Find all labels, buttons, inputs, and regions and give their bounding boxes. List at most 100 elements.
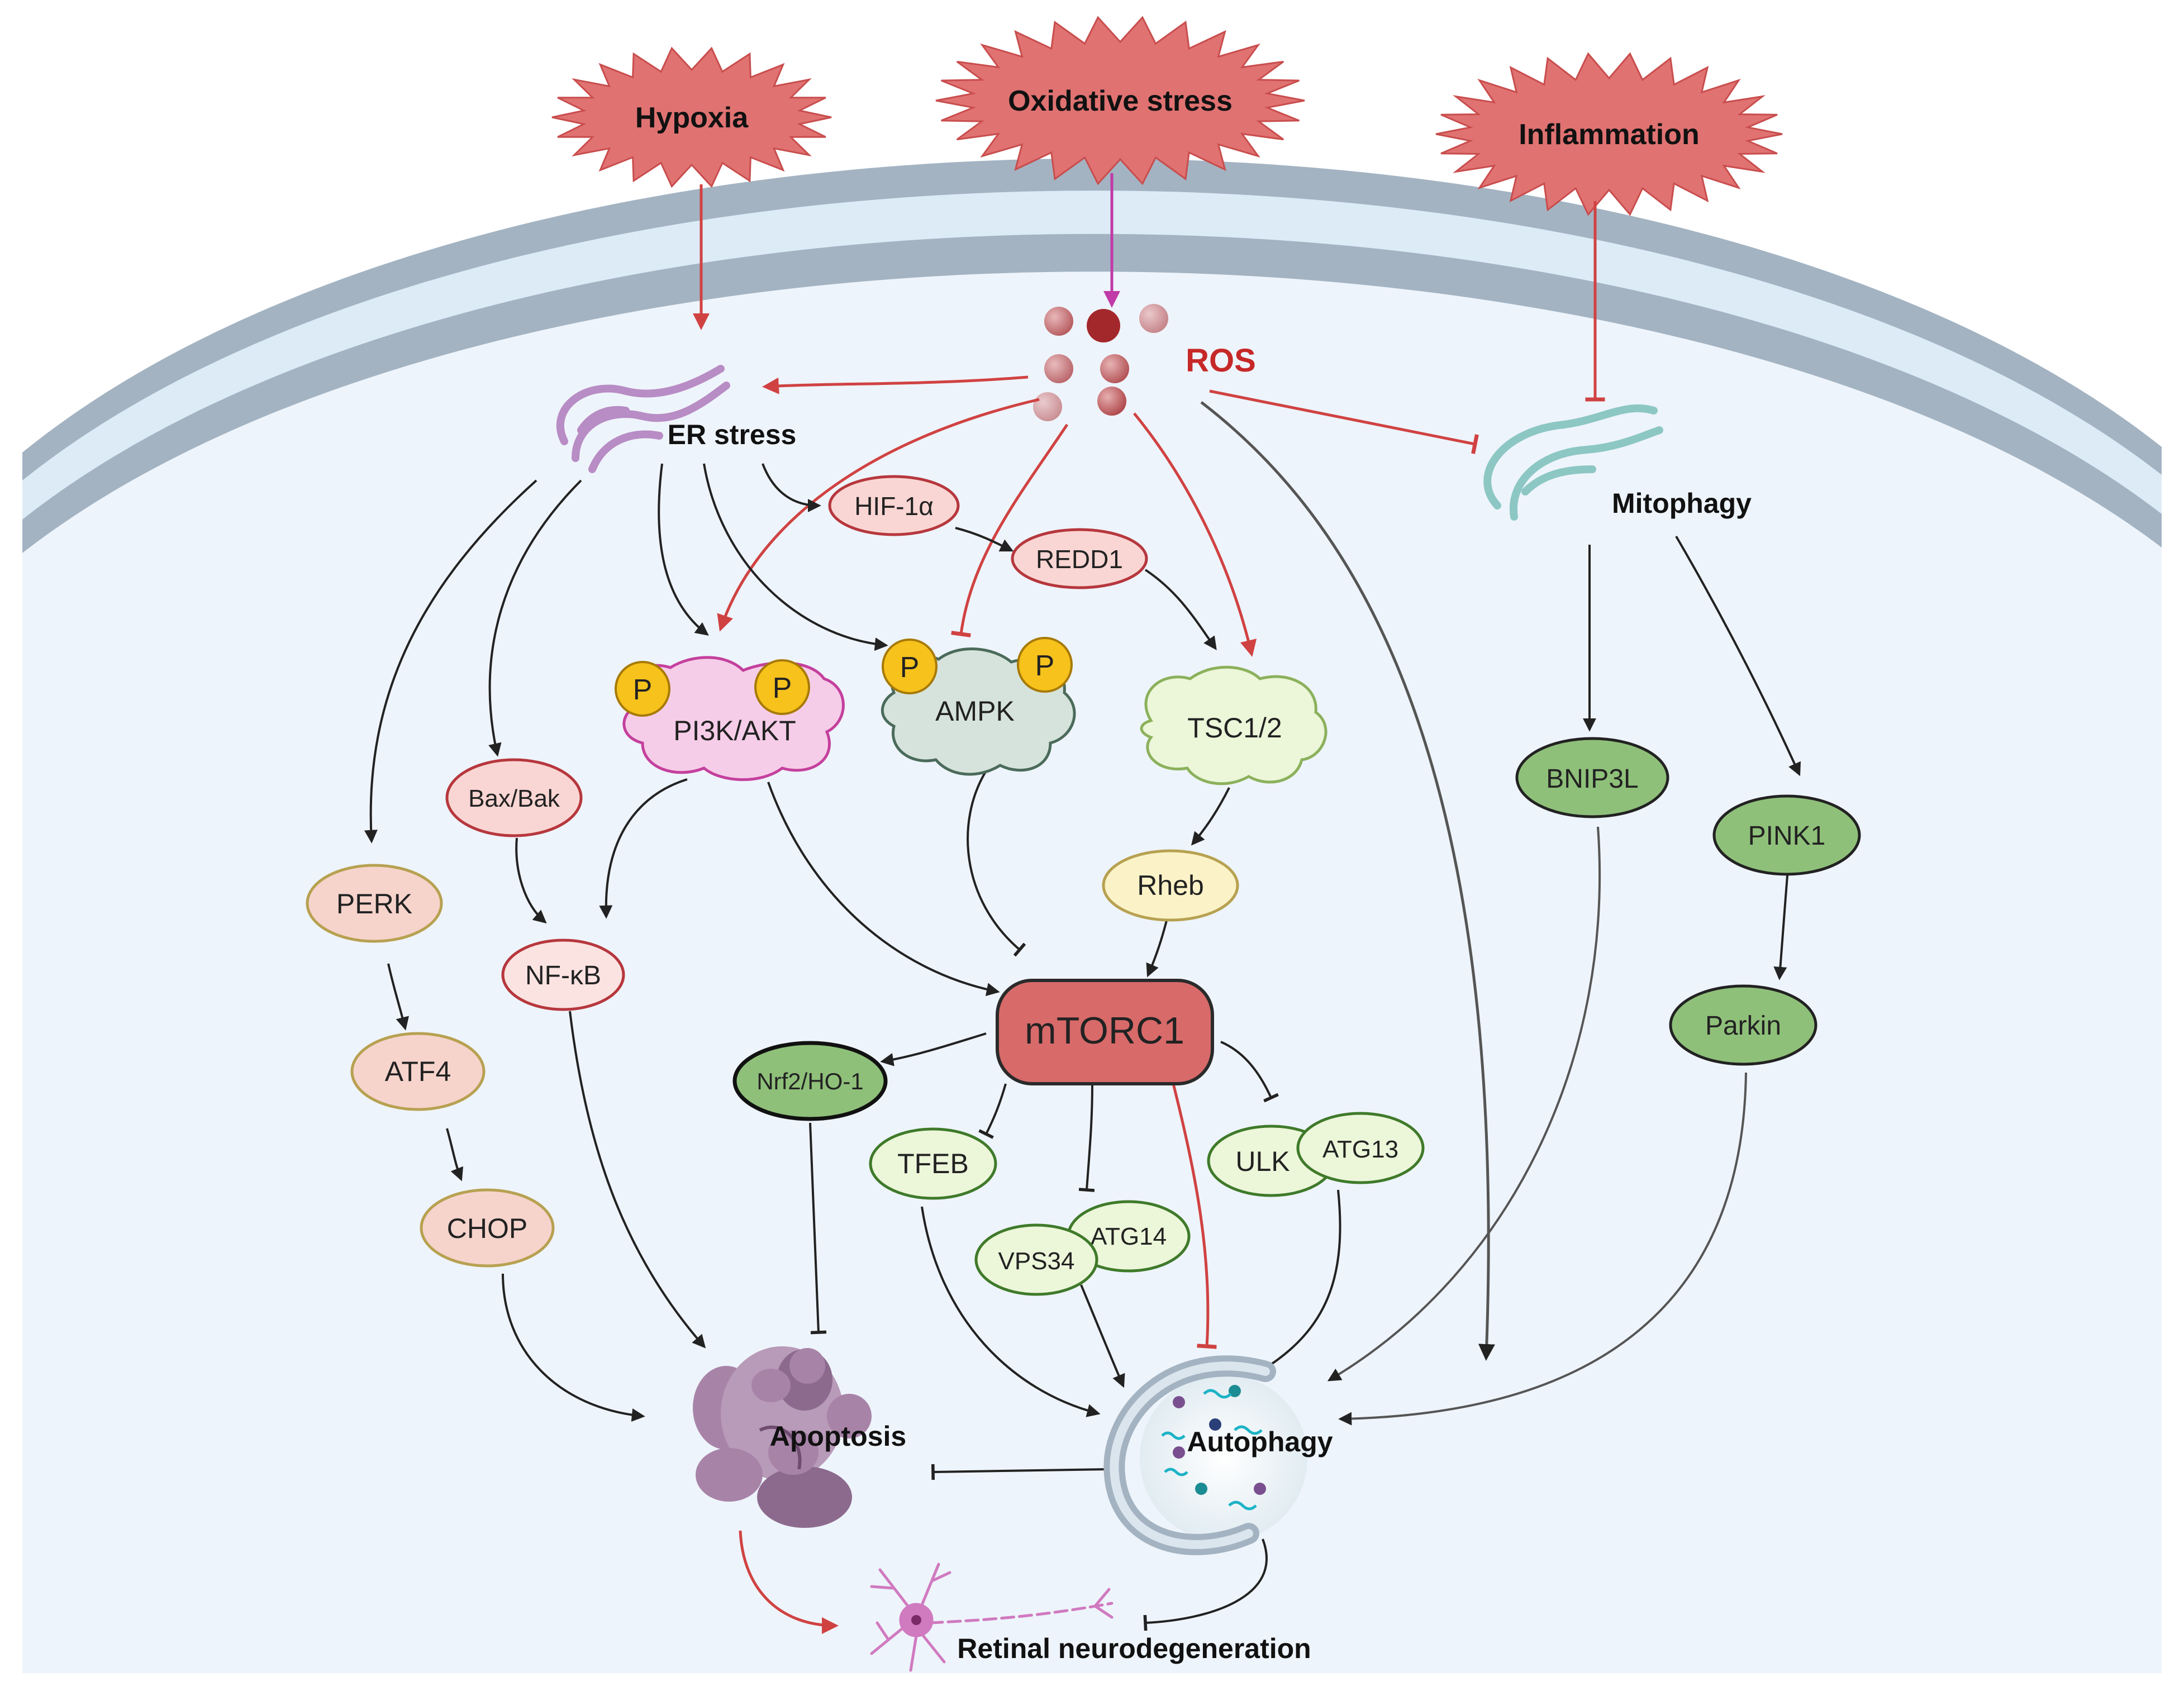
pi3k-to-mtorc1-arrow <box>767 782 1000 996</box>
phospho-icon: P <box>615 661 670 717</box>
nfkb-to-apoptosis-arrow <box>569 1011 706 1349</box>
er-to-hif1a-arrow <box>762 463 821 512</box>
er-to-perk-arrow <box>364 479 537 844</box>
node-vps34-atg14: ATG14 VPS34 <box>974 1200 1191 1296</box>
mtorc1-to-vps34-inhibit <box>1078 1083 1095 1192</box>
baxbak-to-nfkb-arrow <box>515 837 547 924</box>
autophagy-icon <box>1103 1355 1307 1555</box>
ros-icon <box>1033 304 1168 421</box>
autophagy-to-apoptosis-inhibit <box>931 1464 1110 1480</box>
atf4-to-chop-arrow <box>446 1128 464 1182</box>
phospho-icon: P <box>754 659 810 715</box>
nrf2-ho1-label: Nrf2/HO-1 <box>756 1068 863 1094</box>
perk-label: PERK <box>336 888 412 920</box>
oxidative-stress-burst: Oxidative stress <box>935 16 1305 185</box>
autophagy-label: Autophagy <box>1187 1426 1333 1457</box>
node-pink1: PINK1 <box>1712 794 1861 876</box>
mitophagy-label: Mitophagy <box>1612 488 1752 519</box>
node-nfkb: NF-κB <box>501 939 625 1011</box>
node-redd1: REDD1 <box>1011 528 1148 589</box>
atg14-label: ATG14 <box>1091 1223 1167 1250</box>
ros-label: ROS <box>1186 342 1256 379</box>
svg-text:P: P <box>1035 650 1055 682</box>
node-ulk-atg13: ULK ATG13 <box>1207 1112 1425 1197</box>
svg-text:P: P <box>900 651 920 684</box>
node-parkin: Parkin <box>1669 984 1817 1066</box>
phospho-icon: P <box>1017 637 1073 693</box>
mtorc1-to-nrf2-arrow <box>880 1032 987 1066</box>
ros-to-autophagy-arrow <box>1200 401 1495 1361</box>
autophagy-to-neurodegeneration-inhibit <box>1143 1538 1268 1631</box>
tsc-to-rheb-arrow <box>1191 787 1230 846</box>
bax-bak-label: Bax/Bak <box>468 785 560 812</box>
apoptosis-icon <box>693 1346 872 1528</box>
parkin-label: Parkin <box>1705 1011 1781 1041</box>
ulk-label: ULK <box>1235 1146 1290 1177</box>
inflammation-label: Inflammation <box>1519 118 1700 151</box>
node-chop: CHOP <box>420 1188 555 1268</box>
node-pi3k-akt: PI3K/AKT P P <box>615 656 845 782</box>
ulk-to-autophagy-arrow <box>1257 1189 1341 1373</box>
node-rheb: Rheb <box>1102 849 1239 922</box>
apoptosis-label: Apoptosis <box>770 1421 906 1452</box>
hif1a-label: HIF-1α <box>854 492 934 521</box>
ros-to-pi3k-arrow <box>717 398 1040 632</box>
hypoxia-burst: Hypoxia <box>551 46 832 188</box>
chop-label: CHOP <box>447 1213 527 1244</box>
mtorc1-label: mTORC1 <box>1025 1009 1184 1052</box>
ros-to-ampk-inhibit <box>951 423 1069 637</box>
atg13-label: ATG13 <box>1322 1136 1398 1163</box>
atf4-label: ATF4 <box>385 1056 451 1087</box>
nrf2-to-apoptosis-inhibit <box>809 1122 827 1335</box>
node-mtorc1: mTORC1 <box>996 979 1214 1085</box>
pi3k-akt-label: PI3K/AKT <box>673 715 796 746</box>
node-atf4: ATF4 <box>350 1032 486 1111</box>
redd1-to-tsc-arrow <box>1144 569 1217 650</box>
ros-to-er-arrow <box>762 375 1029 394</box>
svg-text:P: P <box>773 672 792 704</box>
vps34-label: VPS34 <box>998 1247 1075 1275</box>
hypoxia-label: Hypoxia <box>635 102 749 134</box>
mtorc1-to-autophagy-inhibit <box>1172 1083 1217 1349</box>
ampk-to-mtorc1-inhibit <box>967 770 1026 957</box>
bnip3l-to-autophagy-arrow <box>1327 826 1601 1382</box>
tsc12-label: TSC1/2 <box>1187 712 1282 744</box>
mtorc1-to-ulk-inhibit <box>1220 1041 1279 1103</box>
node-ampk: AMPK P P <box>881 637 1076 776</box>
neuron-icon <box>870 1563 1114 1672</box>
er-icon <box>556 365 730 473</box>
mitochondrion-icon <box>1483 404 1663 521</box>
node-bnip3l: BNIP3L <box>1515 737 1669 818</box>
node-hif1a: HIF-1α <box>828 475 960 536</box>
tfeb-to-autophagy-arrow <box>921 1206 1101 1417</box>
node-nrf2-ho1: Nrf2/HO-1 <box>732 1041 888 1121</box>
inflammation-burst: Inflammation <box>1435 52 1783 216</box>
svg-text:P: P <box>633 674 653 706</box>
node-perk: PERK <box>306 864 443 943</box>
mitophagy-to-pink1-arrow <box>1675 535 1801 777</box>
ampk-label: AMPK <box>935 696 1015 727</box>
pink1-to-parkin-arrow <box>1773 868 1789 980</box>
er-to-pi3k-arrow <box>658 463 709 636</box>
bottom-border <box>22 1673 2162 1691</box>
hif1a-to-redd1-arrow <box>955 527 1014 552</box>
node-tsc12: TSC1/2 <box>1140 665 1327 785</box>
vps34-to-autophagy-arrow <box>1080 1284 1125 1388</box>
nfkb-label: NF-κB <box>525 961 601 990</box>
tfeb-label: TFEB <box>897 1148 969 1179</box>
pi3k-to-nfkb-arrow <box>599 778 688 919</box>
ros-to-tsc-arrow <box>1133 412 1257 657</box>
node-bax-bak: Bax/Bak <box>445 758 583 837</box>
redd1-label: REDD1 <box>1036 545 1123 574</box>
perk-to-atf4-arrow <box>387 963 409 1031</box>
er-stress-label: ER stress <box>668 419 797 450</box>
chop-to-apoptosis-arrow <box>502 1273 645 1422</box>
parkin-to-autophagy-arrow <box>1338 1072 1747 1426</box>
er-to-baxbak-arrow <box>488 479 582 757</box>
phospho-icon: P <box>882 639 938 694</box>
pink1-label: PINK1 <box>1748 821 1826 851</box>
apoptosis-to-neurodegeneration-arrow <box>739 1530 839 1634</box>
rheb-label: Rheb <box>1137 870 1204 901</box>
mtorc1-to-tfeb-inhibit <box>978 1083 1007 1139</box>
